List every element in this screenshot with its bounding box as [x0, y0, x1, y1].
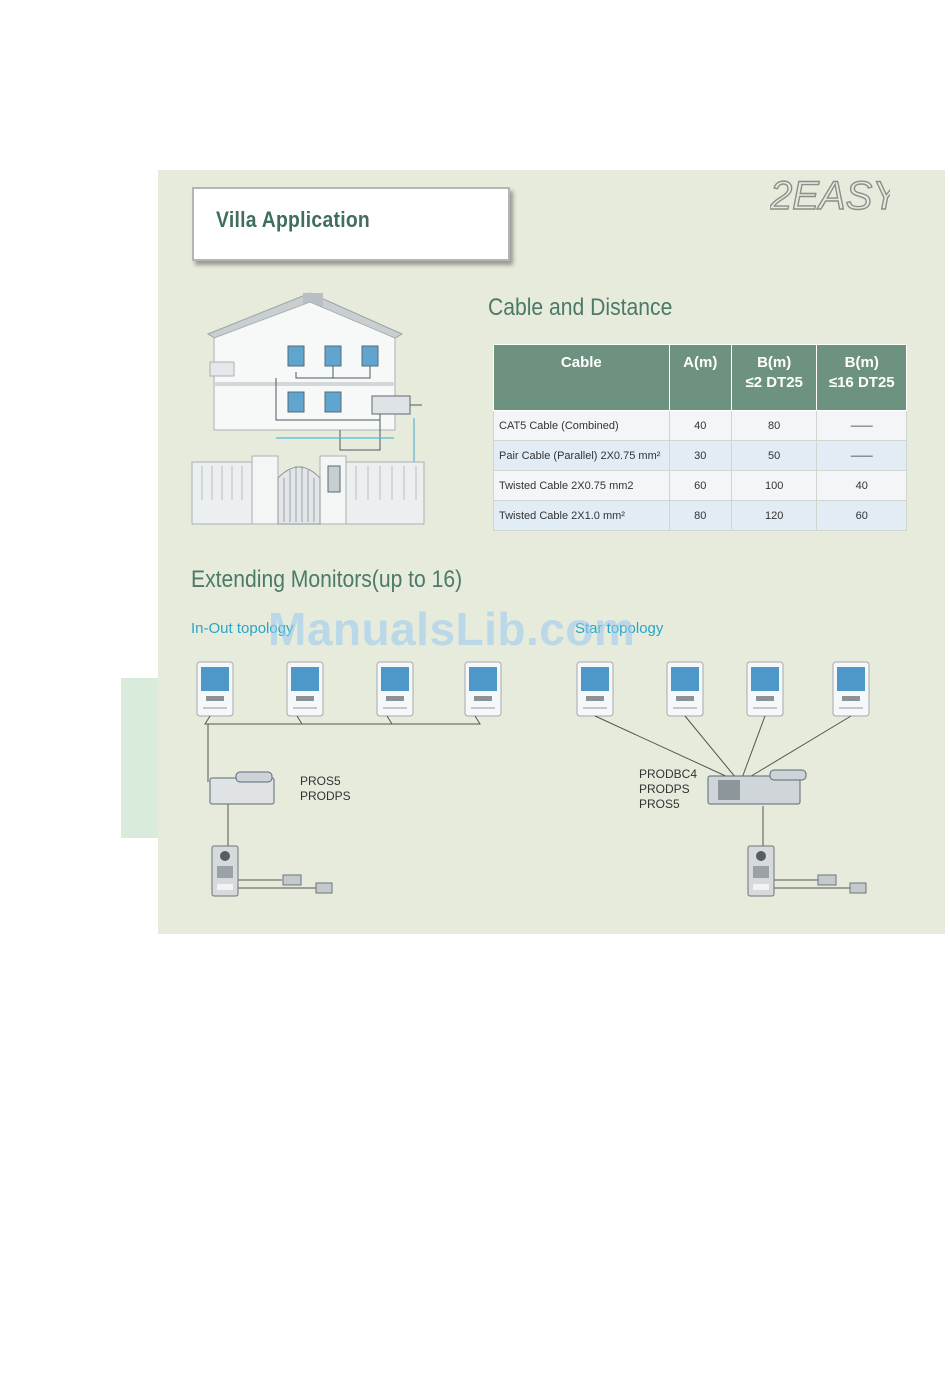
cell-b16: —— [816, 440, 907, 471]
in-out-topology-label: In-Out topology [191, 620, 294, 637]
cell-a: 30 [668, 440, 732, 471]
extending-monitors-heading: Extending Monitors(up to 16) [191, 566, 463, 593]
cell-a: 80 [668, 500, 732, 531]
logo-text: 2EASY [770, 174, 890, 218]
col-a: A(m) [668, 344, 732, 411]
cable-distance-heading: Cable and Distance [488, 294, 673, 321]
col-cable: Cable [493, 344, 670, 411]
cell-a: 40 [668, 410, 732, 441]
table-header-row: Cable A(m) B(m) ≤2 DT25 B(m) ≤16 DT25 [493, 344, 907, 411]
cell-b2: 100 [730, 470, 818, 501]
cell-cable: Twisted Cable 2X0.75 mm2 [493, 470, 670, 501]
cable-distance-table: Cable A(m) B(m) ≤2 DT25 B(m) ≤16 DT25 CA… [493, 344, 907, 531]
content-panel [158, 170, 945, 934]
cell-cable: Twisted Cable 2X1.0 mm² [493, 500, 670, 531]
table-row: Twisted Cable 2X0.75 mm2 60 100 40 [493, 470, 907, 501]
brand-logo: 2EASY [770, 173, 890, 218]
side-tab [121, 678, 158, 838]
table-row: Pair Cable (Parallel) 2X0.75 mm² 30 50 —… [493, 440, 907, 471]
cell-b2: 80 [730, 410, 818, 441]
cell-cable: CAT5 Cable (Combined) [493, 410, 670, 441]
cell-b2: 50 [730, 440, 818, 471]
cell-b16: 60 [816, 500, 907, 531]
cell-cable: Pair Cable (Parallel) 2X0.75 mm² [493, 440, 670, 471]
col-b2: B(m) ≤2 DT25 [730, 344, 818, 411]
in-out-device-list: PROS5 PRODPS [300, 774, 351, 803]
col-b16: B(m) ≤16 DT25 [816, 344, 907, 411]
title-box: Villa Application [192, 187, 510, 261]
star-device-list: PRODBC4 PRODPS PROS5 [639, 767, 698, 811]
page-title: Villa Application [216, 207, 371, 232]
table-row: CAT5 Cable (Combined) 40 80 —— [493, 410, 907, 441]
table-row: Twisted Cable 2X1.0 mm² 80 120 60 [493, 500, 907, 531]
cell-b16: —— [816, 410, 907, 441]
watermark: ManualsLib.com [268, 603, 636, 655]
star-topology-label: Star topology [575, 620, 664, 637]
cell-b16: 40 [816, 470, 907, 501]
cell-a: 60 [668, 470, 732, 501]
cell-b2: 120 [730, 500, 818, 531]
